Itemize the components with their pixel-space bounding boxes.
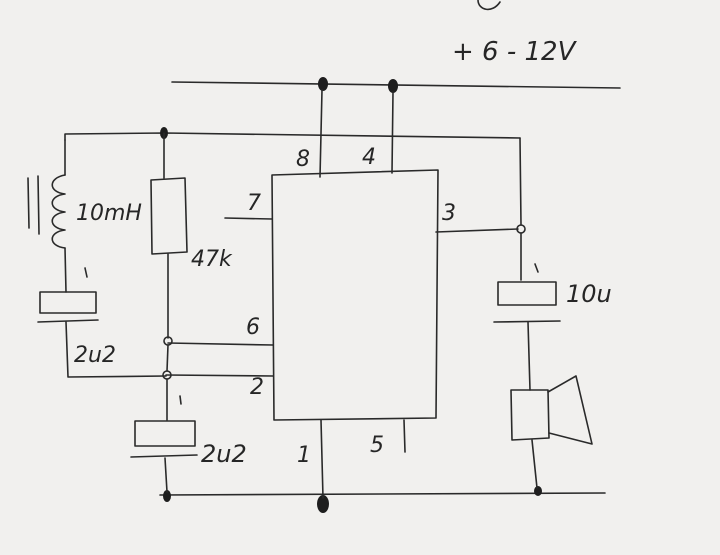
capacitor-bottom-plate <box>130 454 198 458</box>
pin5-wire <box>403 419 406 453</box>
pin7-wire <box>224 217 273 220</box>
capacitor-left-body <box>39 291 97 314</box>
junction-pin8-rail <box>318 77 328 91</box>
pin-label-3: 3 <box>442 201 456 226</box>
pin4-wire <box>391 91 394 174</box>
junction-pin1-ground <box>317 495 329 513</box>
right-upper-wire <box>519 137 522 226</box>
inductor-coil <box>51 174 66 249</box>
speaker-cone <box>547 375 593 445</box>
junction-cap-ground <box>163 490 171 502</box>
output-capacitor-body <box>497 281 557 306</box>
inductor-value-label: 10mH <box>76 201 142 226</box>
pin6-pin2-link <box>166 344 169 372</box>
pin8-wire <box>319 89 323 178</box>
top-scribble <box>477 0 501 11</box>
pin2-wire <box>165 374 274 377</box>
capacitor-left-plate <box>37 319 99 323</box>
capacitor-bottom-plus <box>179 395 182 405</box>
pin1-wire <box>320 419 324 499</box>
inductor-core-line-1 <box>27 177 30 229</box>
pin-label-7: 7 <box>247 191 261 216</box>
capacitor-left-value-label: 2u2 <box>74 343 116 368</box>
ground-rail <box>159 492 606 496</box>
resistor-value-label: 47k <box>191 247 233 272</box>
capacitor-bottom-lead <box>164 457 168 493</box>
pin-label-6: 6 <box>246 315 260 340</box>
speaker-bottom-lead <box>531 439 538 489</box>
pin3-wire <box>435 228 519 233</box>
pin-label-4: 4 <box>362 145 376 170</box>
pin-label-8: 8 <box>296 147 310 172</box>
capacitor-bottom-value-label: 2u2 <box>201 440 247 468</box>
speaker-top-lead <box>527 321 531 391</box>
capacitor-left-plus <box>84 267 88 278</box>
pin-label-1: 1 <box>297 443 311 468</box>
ic-555-body <box>271 169 439 421</box>
junction-pin4-rail <box>388 79 398 93</box>
pin-label-5: 5 <box>370 433 384 458</box>
speaker-magnet <box>510 389 550 441</box>
supply-voltage-label: + 6 - 12V <box>452 37 578 67</box>
upper-branch-wire <box>64 132 521 141</box>
resistor-body <box>150 177 188 255</box>
pin-label-2: 2 <box>250 375 264 400</box>
junction-speaker-ground <box>534 486 542 496</box>
output-cap-plus <box>534 263 539 273</box>
capacitor-bottom-body <box>134 420 196 447</box>
capacitor-left-lead <box>65 321 167 378</box>
pin6-wire <box>167 342 274 346</box>
output-capacitor-plate <box>493 320 561 323</box>
output-capacitor-value-label: 10u <box>566 280 612 308</box>
inductor-bottom-lead <box>64 247 67 293</box>
inductor-core-line-2 <box>37 175 40 235</box>
